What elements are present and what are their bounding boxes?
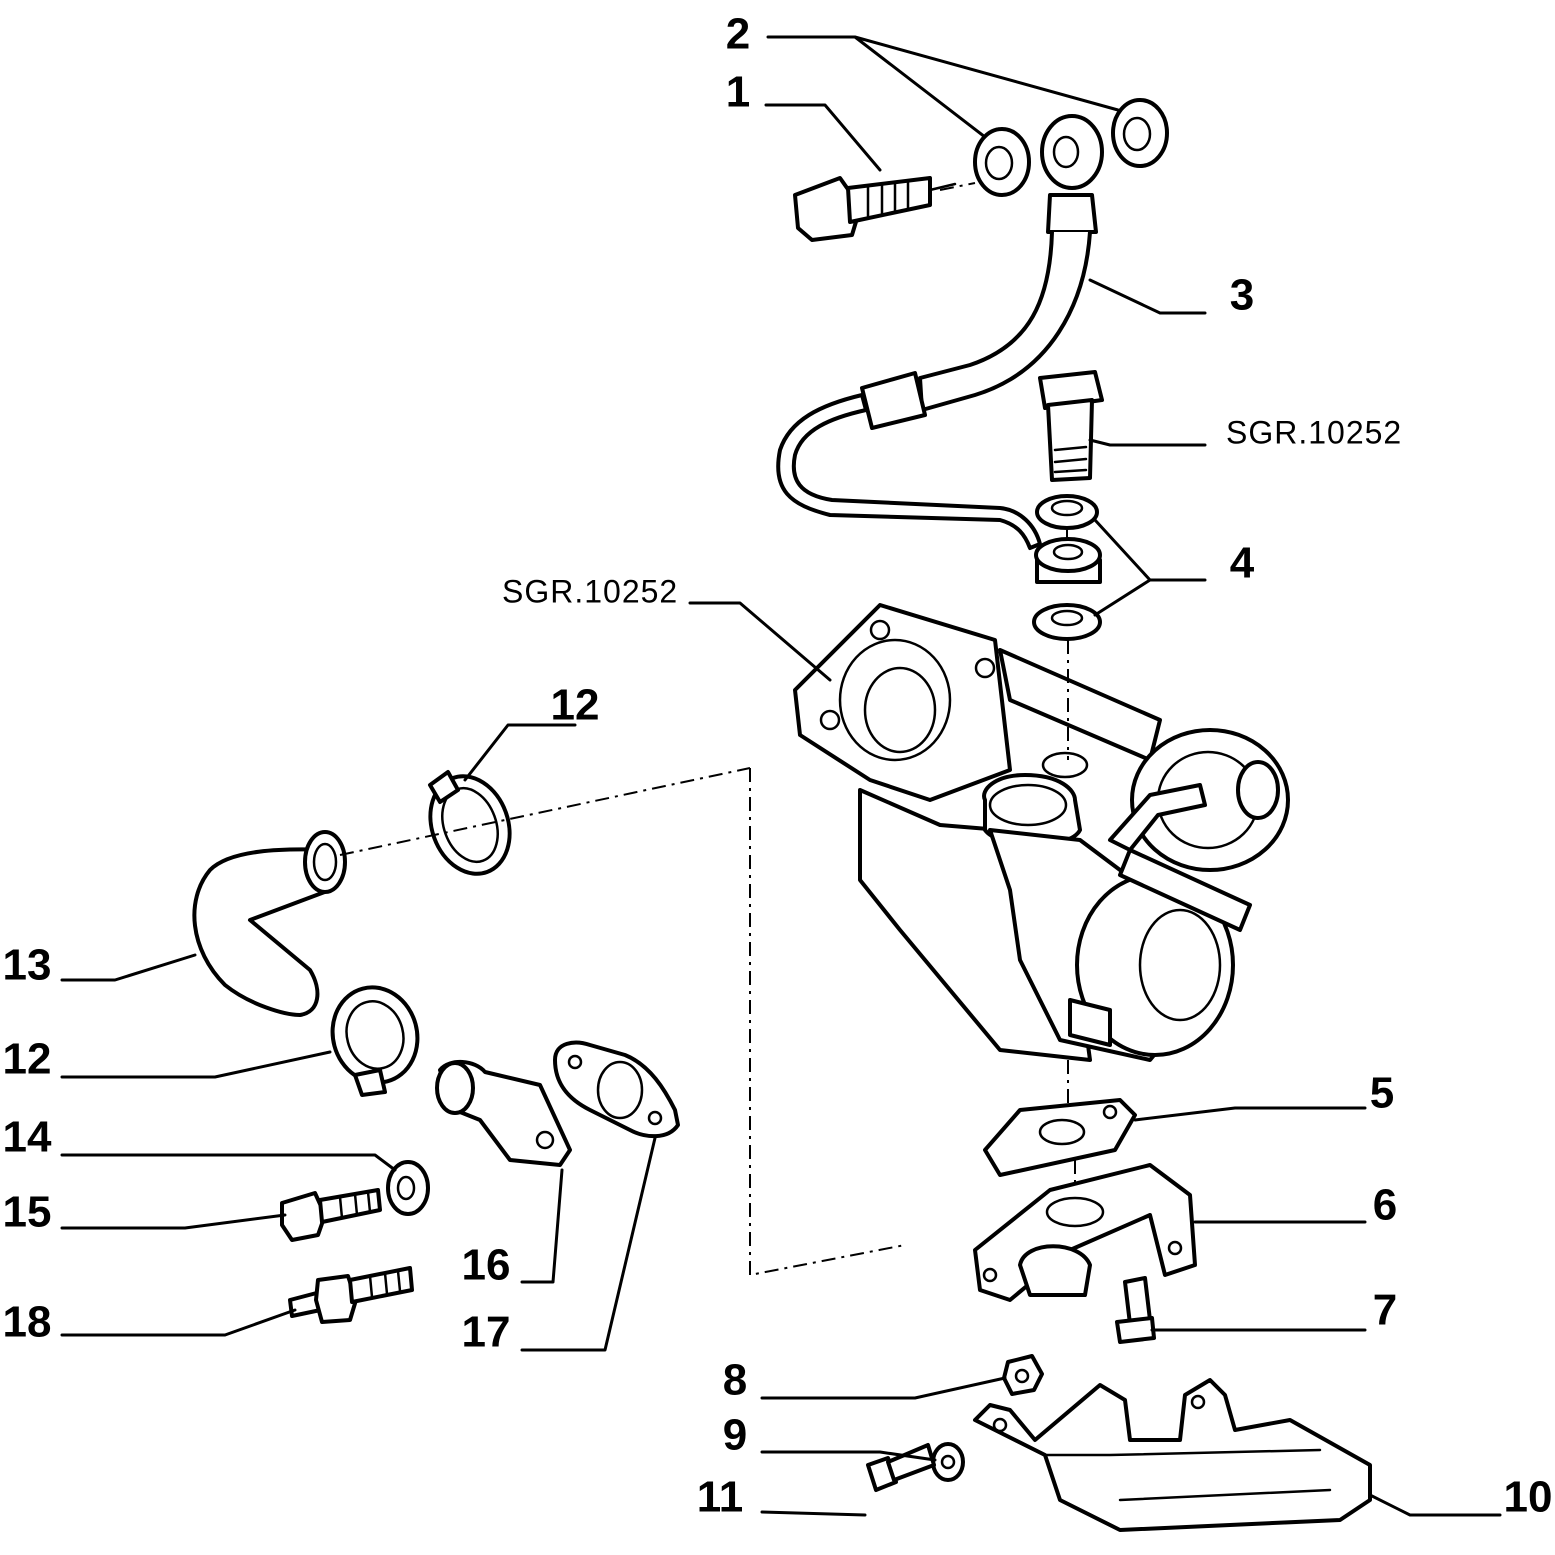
assembly-centerlines: [339, 182, 1076, 1277]
sgr-banjo-bolt: [1038, 370, 1104, 482]
callout-18: 18: [3, 1298, 52, 1347]
callout-3: 3: [1230, 271, 1254, 320]
callout-6: 6: [1373, 1181, 1397, 1230]
callout-labels: 2 1 3 SGR.10252 4 SGR.10252 12 13 12 14 …: [3, 10, 1553, 1522]
callout-5: 5: [1370, 1069, 1394, 1118]
part-14-washer: [386, 1160, 430, 1216]
part-16-return-flange: [435, 1060, 572, 1167]
callout-9: 9: [723, 1411, 747, 1460]
callout-4: 4: [1230, 539, 1255, 588]
part-13-hose: [192, 830, 347, 1017]
callout-14: 14: [3, 1113, 52, 1162]
callout-8: 8: [723, 1356, 747, 1405]
callout-2: 2: [726, 10, 750, 59]
part-6-bracket: [973, 1163, 1197, 1302]
callout-15: 15: [3, 1188, 52, 1237]
callout-11: 11: [697, 1473, 744, 1522]
callout-13: 13: [3, 941, 52, 990]
part-11-screw: [866, 1443, 936, 1492]
sgr-reference-upper: SGR.10252: [1226, 414, 1402, 450]
part-1-banjo-bolt: [793, 176, 957, 242]
part-18-stud: [288, 1266, 414, 1324]
callout-10: 10: [1504, 1473, 1553, 1522]
part-17-gasket: [553, 1040, 680, 1139]
leader-lines: [60, 35, 1502, 1517]
sgr-reference-left: SGR.10252: [502, 573, 678, 609]
part-4-washers: [1032, 494, 1102, 641]
callout-7: 7: [1373, 1286, 1397, 1335]
turbocharger: [793, 603, 1290, 1062]
part-2-washers: [973, 98, 1169, 197]
callout-17: 17: [462, 1308, 511, 1357]
part-12-upper-clamp: [428, 770, 512, 876]
callout-12-lower: 12: [3, 1035, 52, 1084]
callout-16: 16: [462, 1241, 511, 1290]
part-8-nut: [1002, 1354, 1044, 1396]
part-15-bolt: [280, 1188, 382, 1242]
callout-12-upper: 12: [551, 681, 600, 730]
part-5-gasket: [983, 1098, 1137, 1177]
callout-1: 1: [726, 68, 750, 117]
part-12-lower-clamp: [330, 985, 420, 1097]
part-3-oil-pipe: [776, 114, 1104, 550]
part-9-washer: [931, 1442, 965, 1482]
part-7-screw: [1115, 1276, 1156, 1344]
part-10-heat-shield: [973, 1378, 1372, 1532]
